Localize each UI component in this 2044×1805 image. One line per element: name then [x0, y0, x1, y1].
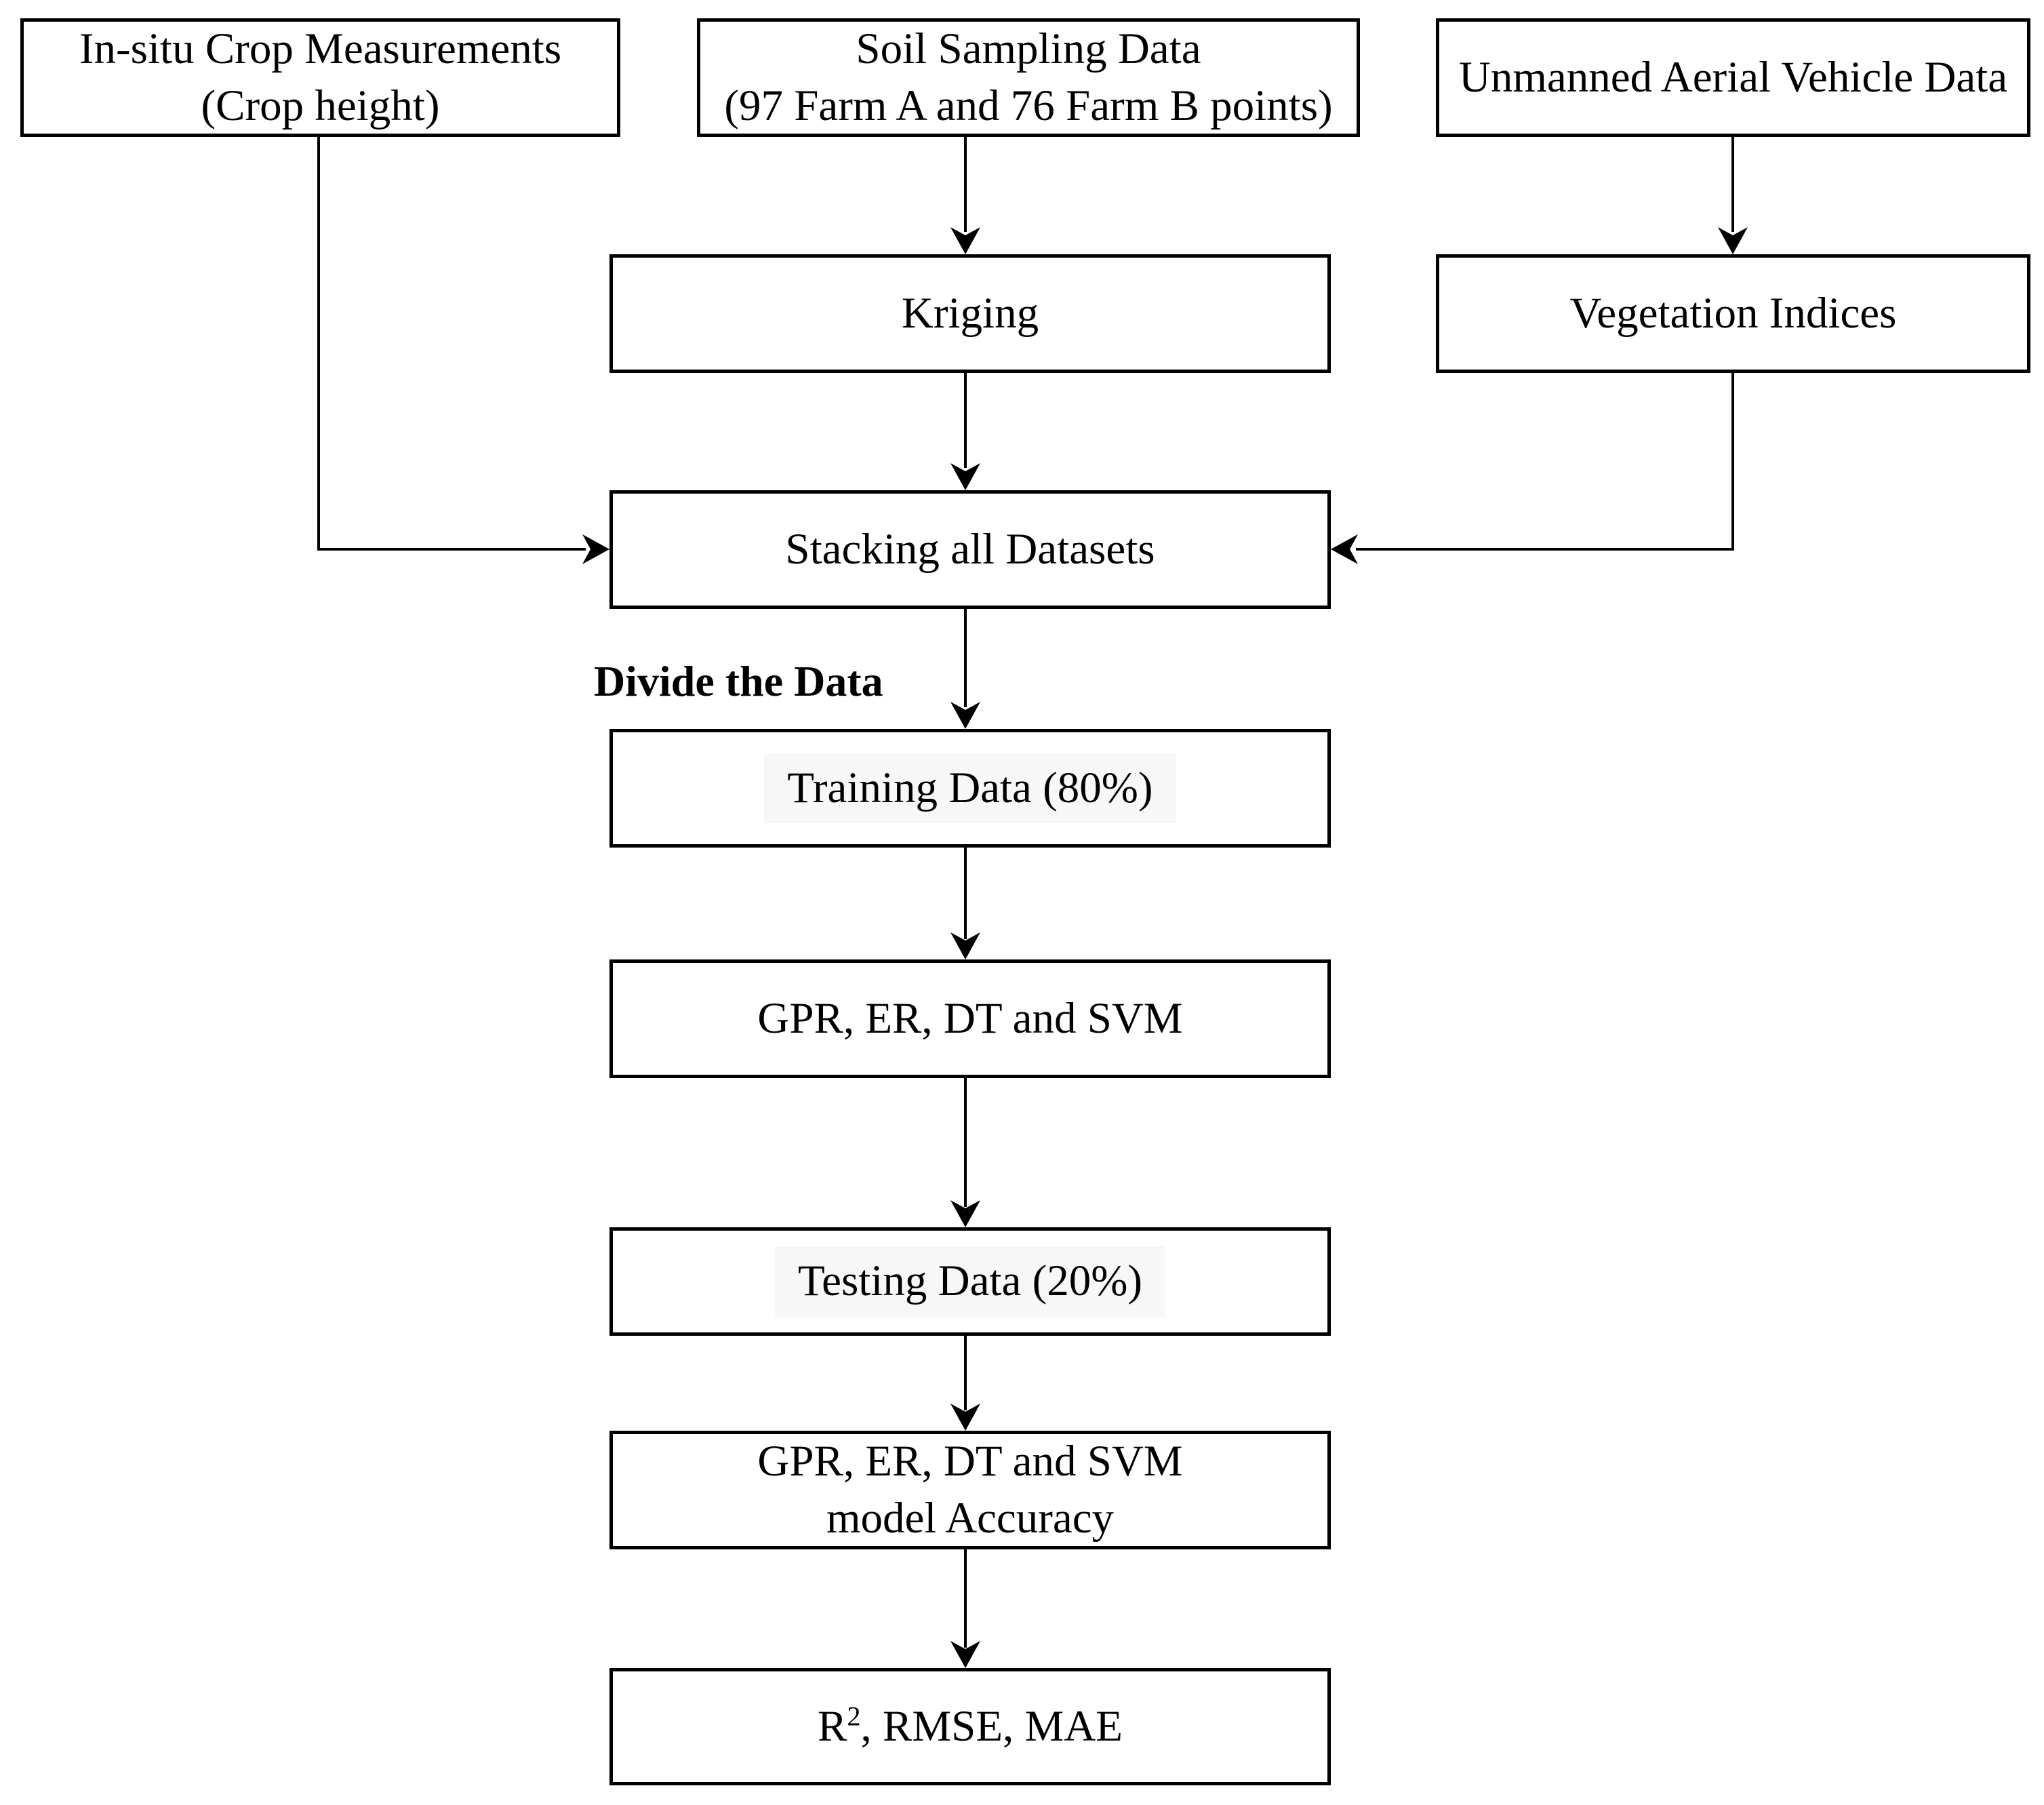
connector-uav-to-vegetation — [1731, 137, 1734, 232]
metrics-rest: , RMSE, MAE — [860, 1701, 1123, 1751]
node-metrics-line1: R2, RMSE, MAE — [818, 1699, 1123, 1755]
node-accuracy-line2: model Accuracy — [826, 1493, 1115, 1543]
divide-the-data-label: Divide the Data — [594, 657, 883, 705]
metrics-superscript: 2 — [847, 1701, 861, 1732]
node-soil-line1: Soil Sampling Data — [856, 24, 1201, 74]
node-metrics: R2, RMSE, MAE — [609, 1668, 1331, 1785]
connector-vegetation-vertical — [1731, 373, 1734, 551]
node-models-train-line1: GPR, ER, DT and SVM — [757, 993, 1183, 1043]
connector-insitu-vertical — [317, 137, 320, 551]
arrowhead-vegetation-to-stacking — [1331, 534, 1358, 564]
connector-vegetation-horizontal — [1356, 548, 1734, 551]
node-uav-line1: Unmanned Aerial Vehicle Data — [1458, 52, 2008, 102]
node-soil-sampling-data: Soil Sampling Data (97 Farm A and 76 Far… — [697, 18, 1360, 137]
node-model-accuracy: GPR, ER, DT and SVM model Accuracy — [609, 1431, 1331, 1549]
node-testing-line1: Testing Data (20%) — [774, 1246, 1166, 1317]
node-insitu-crop-measurements: In-situ Crop Measurements (Crop height) — [20, 18, 620, 137]
connector-stacking-to-training — [964, 609, 967, 707]
node-testing-data: Testing Data (20%) — [609, 1227, 1331, 1336]
metrics-prefix: R — [818, 1701, 847, 1751]
connector-models-to-testing — [964, 1078, 967, 1207]
node-training-line1: Training Data (80%) — [764, 753, 1176, 824]
node-vegetation-indices: Vegetation Indices — [1436, 254, 2030, 373]
connector-insitu-horizontal — [317, 548, 586, 551]
connector-soil-to-kriging — [964, 137, 967, 232]
node-kriging: Kriging — [609, 254, 1331, 373]
node-accuracy-line1: GPR, ER, DT and SVM — [757, 1437, 1183, 1486]
node-insitu-line2: (Crop height) — [201, 81, 440, 130]
node-kriging-line1: Kriging — [901, 288, 1039, 338]
node-vegetation-line1: Vegetation Indices — [1569, 288, 1897, 338]
node-training-data: Training Data (80%) — [609, 729, 1331, 848]
node-stacking-line1: Stacking all Datasets — [785, 524, 1155, 574]
connector-accuracy-to-metrics — [964, 1549, 967, 1648]
connector-kriging-to-stacking — [964, 373, 967, 468]
arrowhead-insitu-to-stacking — [582, 534, 609, 564]
connector-training-to-models — [964, 848, 967, 939]
node-uav-data: Unmanned Aerial Vehicle Data — [1436, 18, 2030, 137]
node-stacking-all-datasets: Stacking all Datasets — [609, 490, 1331, 609]
connector-testing-to-accuracy — [964, 1336, 967, 1410]
node-models-training: GPR, ER, DT and SVM — [609, 959, 1331, 1078]
node-insitu-line1: In-situ Crop Measurements — [79, 24, 562, 74]
node-soil-line2: (97 Farm A and 76 Farm B points) — [724, 81, 1333, 130]
